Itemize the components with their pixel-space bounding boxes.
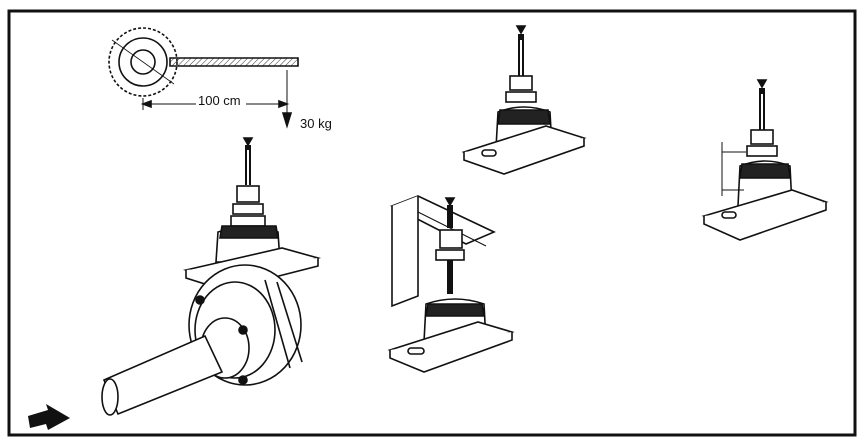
angle-bracket-mount [387, 195, 515, 373]
mount-with-shaft-assembly [101, 137, 322, 416]
pointer-arrow-icon [28, 404, 70, 430]
distance-label: 100 cm [198, 93, 241, 108]
downward-arrow-icon [444, 197, 456, 207]
weight-label: 30 kg [300, 116, 332, 131]
adjustable-mount-top [461, 25, 587, 175]
downward-arrow-icon [242, 137, 254, 147]
adjustable-mount-right [701, 79, 829, 241]
torque-lever-sketch [108, 27, 299, 129]
downward-arrow-icon [515, 25, 527, 35]
downward-arrow-icon [756, 79, 768, 89]
diagram-frame [7, 9, 857, 437]
